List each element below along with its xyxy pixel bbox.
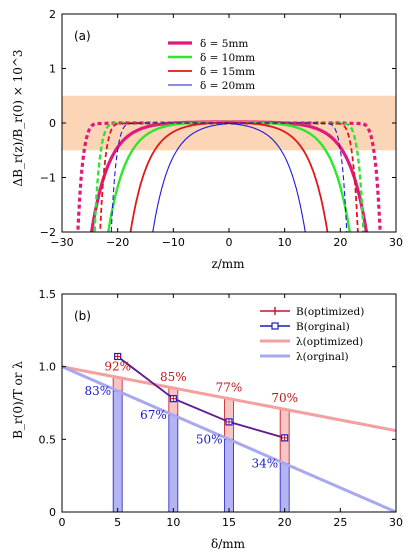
y-tick-label-b: 0: [49, 506, 56, 519]
y-tick-label-b: 1.0: [39, 361, 57, 374]
field-curves-layer: [76, 120, 382, 232]
x-tick-label-b: 20: [278, 516, 292, 529]
field-series-layer: [114, 352, 289, 442]
x-tick-label-a: −30: [50, 236, 73, 249]
legend-label-a-4: δ = 20mm: [200, 80, 255, 92]
percent-label-optimized-15: 77%: [216, 381, 243, 395]
percent-label-original-15: 50%: [196, 432, 223, 446]
percent-label-optimized-5: 92%: [104, 359, 131, 373]
x-axis-label-a: z/mm: [211, 257, 245, 271]
x-tick-label-a: 30: [389, 236, 403, 249]
y-tick-label-a: 1: [49, 63, 56, 76]
y-axis-label-a: ΔB_r(z)/B_r(0) × 10^3: [11, 49, 25, 186]
x-axis-label-b: δ/mm: [211, 537, 246, 551]
legend-label-a-3: δ = 15mm: [200, 66, 255, 78]
x-tick-label-b: 25: [333, 516, 347, 529]
legend-label-b-4: λ(orginal): [296, 351, 349, 363]
panel-b: 92% 83% 85% 67% 77% 50% 70% 34% 0 5 10 15 20 25 30 0 0.…: [11, 288, 403, 551]
percent-labels-layer: 92% 83% 85% 67% 77% 50% 70% 34%: [84, 359, 298, 470]
y-tick-label-a: −1: [40, 172, 56, 185]
x-tick-label-a: 0: [226, 236, 233, 249]
y-tick-label-b: 1.5: [39, 288, 57, 301]
percent-label-optimized-10: 85%: [160, 370, 187, 384]
y-tick-label-b: 0.5: [39, 433, 57, 446]
x-tick-label-b: 0: [59, 516, 66, 529]
x-tick-label-a: 20: [333, 236, 347, 249]
legend-label-b-2: B(orginal): [296, 321, 350, 333]
lambda-original-line: [62, 365, 396, 512]
x-tick-label-a: −20: [106, 236, 129, 249]
percent-label-original-10: 67%: [140, 408, 167, 422]
bar-original-10: [168, 414, 179, 513]
lambda-lines-layer: [62, 365, 396, 512]
x-tick-label-b: 5: [114, 516, 121, 529]
legend-label-b-3: λ(optimized): [296, 336, 363, 348]
x-tick-label-a: 10: [278, 236, 292, 249]
y-tick-label-a: 0: [49, 117, 56, 130]
x-tick-label-b: 10: [166, 516, 180, 529]
ticks-b: 0 5 10 15 20 25 30 0 0.5 1.0 1.5: [39, 288, 404, 529]
panel-label-a: (a): [74, 29, 91, 43]
bar-original-20: [279, 463, 290, 513]
y-tick-label-a: −2: [40, 226, 56, 239]
x-tick-label-a: −10: [162, 236, 185, 249]
percent-label-original-20: 34%: [251, 457, 278, 471]
y-tick-label-a: 2: [49, 8, 56, 21]
b-optimized-line: [117, 356, 285, 439]
legend-label-b-1: B(optimized): [296, 306, 364, 318]
legend-marker-b-2: [271, 322, 279, 330]
bar-original-15: [224, 438, 234, 513]
legend-label-a-1: δ = 5mm: [200, 38, 248, 50]
y-axis-label-b: B_r(0)/T or λ: [11, 361, 25, 439]
x-tick-label-b: 15: [222, 516, 236, 529]
bar-original-5: [112, 390, 123, 513]
lambda-optimized-line: [62, 365, 396, 433]
legend-label-a-2: δ = 10mm: [200, 52, 255, 64]
solid-curve-4: [152, 122, 306, 232]
legend-b: B(optimized) B(orginal) λ(optimized) λ(orgi…: [260, 306, 364, 363]
solid-curve-3: [129, 121, 329, 232]
x-tick-label-b: 30: [389, 516, 403, 529]
panel-label-b: (b): [74, 309, 91, 323]
percent-label-optimized-20: 70%: [271, 391, 298, 405]
percent-label-original-5: 83%: [84, 384, 111, 398]
legend-a: δ = 5mm δ = 10mm δ = 15mm δ = 20mm: [168, 38, 255, 92]
